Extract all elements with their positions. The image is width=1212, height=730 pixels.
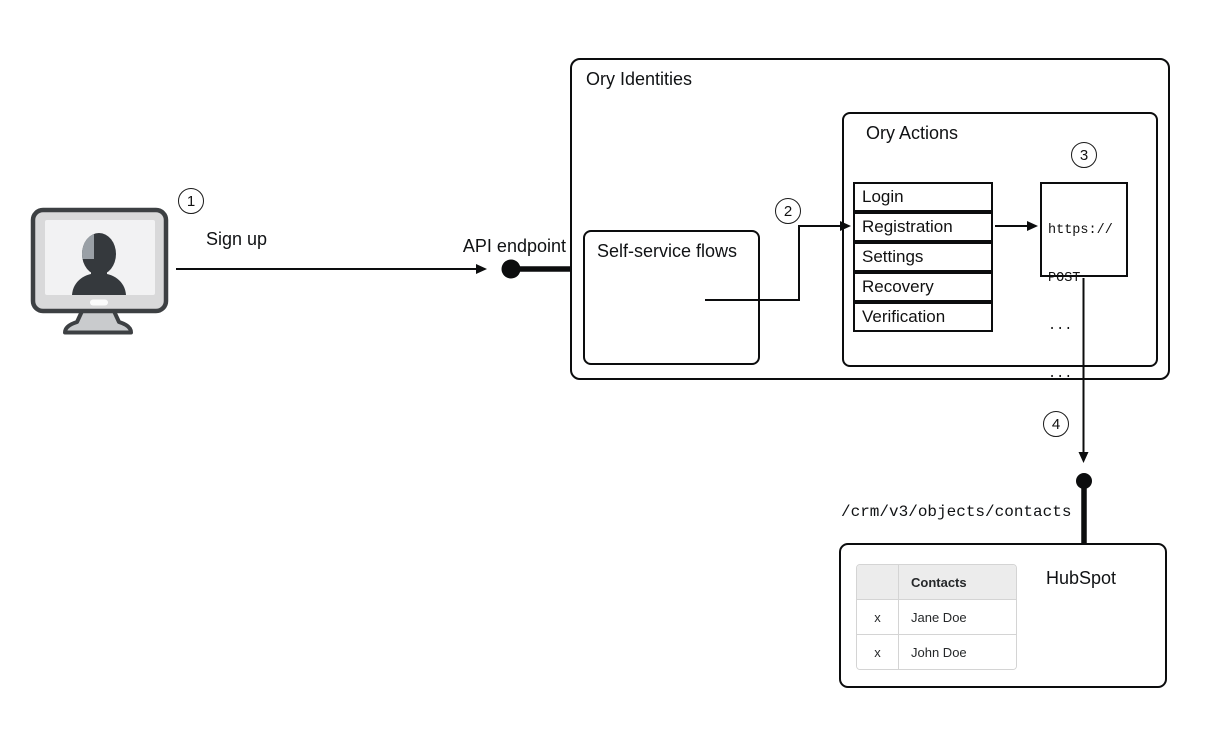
- api-endpoint-label: API endpoint: [462, 236, 566, 256]
- contacts-table-header-cell: [857, 565, 899, 599]
- flow-list-item-label: Recovery: [862, 277, 934, 296]
- self-service-flows-title: Self-service flows: [597, 241, 738, 261]
- user-on-monitor-icon: [30, 207, 169, 335]
- code-line: ...: [1048, 367, 1073, 382]
- ory-actions-title: Ory Actions: [866, 123, 959, 143]
- step-3-badge: 3: [1071, 142, 1097, 168]
- contact-row-marker: x: [857, 600, 899, 634]
- contact-name: John Doe: [911, 644, 967, 660]
- contact-row-marker: x: [857, 635, 899, 669]
- table-row: x John Doe: [857, 634, 1016, 669]
- user-silhouette: [72, 233, 126, 295]
- flow-list-item-label: Login: [862, 187, 904, 206]
- monitor-button: [90, 299, 108, 306]
- monitor-stand: [63, 307, 133, 335]
- contact-name: Jane Doe: [911, 609, 967, 625]
- hubspot-endpoint-dot: [1076, 473, 1092, 489]
- step-2-badge: 2: [775, 198, 801, 224]
- table-row: x Jane Doe: [857, 599, 1016, 634]
- flow-list-item-login: Login: [853, 182, 993, 212]
- flow-list-item-label: Verification: [862, 307, 946, 326]
- flow-list-item-registration: Registration: [853, 212, 993, 242]
- code-line: POST: [1048, 271, 1081, 286]
- flow-list-item-recovery: Recovery: [853, 272, 993, 302]
- step-4-badge: 4: [1043, 411, 1069, 437]
- hubspot-title: HubSpot: [1046, 568, 1117, 588]
- contacts-table: Contacts x Jane Doe x John Doe: [856, 564, 1017, 670]
- flow-list-item-label: Settings: [862, 247, 924, 266]
- flow-list-item-verification: Verification: [853, 302, 993, 332]
- code-line: ...: [1048, 319, 1073, 334]
- contacts-endpoint-label: /crm/v3/objects/contacts: [841, 503, 1072, 521]
- api-endpoint-dot: [501, 259, 521, 279]
- sign-up-label: Sign up: [206, 229, 268, 249]
- contacts-table-header-row: Contacts: [857, 565, 1016, 599]
- code-line: https://: [1048, 223, 1113, 238]
- ory-identities-title: Ory Identities: [586, 69, 693, 89]
- flow-list-item-label: Registration: [862, 217, 953, 236]
- flow-list: Login Registration Settings Recovery Ver…: [853, 182, 993, 332]
- webhook-code-box: https:// POST ... ...: [1040, 182, 1128, 382]
- step-1-badge: 1: [178, 188, 204, 214]
- contacts-table-header-cell: Contacts: [911, 574, 967, 590]
- flow-list-item-settings: Settings: [853, 242, 993, 272]
